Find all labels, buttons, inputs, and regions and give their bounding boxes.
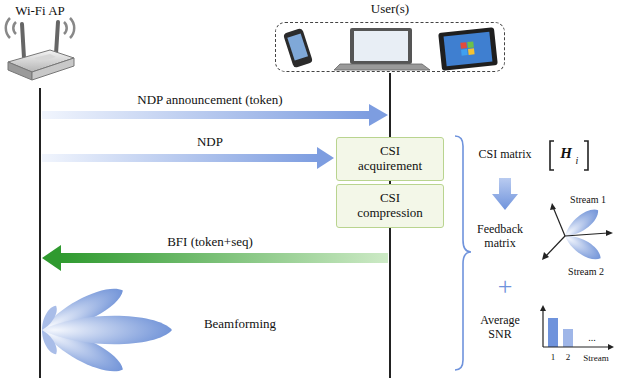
snr-bars — [542, 310, 543, 347]
stream-axes — [546, 236, 565, 256]
stream-axes — [542, 203, 613, 264]
text-label: i — [576, 155, 579, 167]
box-label: CSI compression — [349, 191, 431, 221]
text-label: NDP announcement (token) — [137, 93, 282, 108]
tablet-icon — [438, 27, 498, 71]
snr-bars — [540, 305, 546, 311]
text-label: Wi-Fi AP — [15, 4, 65, 19]
laptop-icon — [354, 31, 408, 61]
ndpa-arrow — [369, 104, 388, 126]
text-label: NDP — [197, 135, 223, 150]
text-label: Stream 2 — [568, 266, 604, 278]
text-label: ... — [588, 332, 596, 344]
box-label: CSI acquirement — [349, 144, 431, 174]
text-label: Stream 1 — [570, 194, 606, 206]
snr-bars — [563, 329, 573, 347]
stream-axes — [550, 203, 556, 210]
snr-bars — [608, 344, 614, 350]
router-icon — [6, 18, 74, 80]
ndp-arrow — [317, 147, 334, 169]
ndp-arrow — [42, 154, 318, 162]
router-icon — [6, 18, 10, 38]
router-icon — [34, 54, 56, 62]
stream-axes — [606, 230, 613, 236]
snr-bars — [543, 346, 609, 347]
tablet-icon — [438, 27, 498, 71]
text-label: 2 — [566, 352, 571, 362]
matrix-bracket — [550, 141, 588, 170]
bfi-arrow — [60, 253, 388, 263]
phone-icon — [287, 33, 308, 60]
stream-axes — [565, 233, 608, 236]
beam-lobes — [42, 316, 172, 345]
bfi-arrow — [42, 245, 61, 271]
snr-bars — [540, 305, 614, 350]
stream-axes — [553, 207, 565, 236]
router-icon — [13, 22, 16, 34]
beam-lobes — [38, 328, 60, 357]
laptop-icon — [334, 28, 430, 70]
router-icon — [56, 22, 58, 54]
router-icon — [70, 18, 74, 38]
snr-bars — [548, 318, 558, 347]
group-heading: User(s) — [276, 2, 504, 17]
router-icon — [22, 24, 24, 58]
tablet-icon — [444, 32, 493, 67]
tablet-icon — [461, 49, 468, 56]
text-label: 1 — [551, 352, 556, 362]
router-icon — [32, 58, 74, 80]
text-label: + — [498, 272, 513, 302]
text-label: Average SNR — [470, 314, 530, 342]
tablet-icon — [460, 42, 467, 49]
text-label: H — [560, 145, 572, 162]
tablet-icon — [468, 48, 475, 55]
ndpa-arrow — [42, 104, 388, 126]
phone-icon — [283, 28, 313, 68]
flow-arrow — [492, 178, 518, 210]
ndpa-arrow — [42, 111, 370, 119]
beam-lobes — [37, 280, 172, 379]
process-box: CSI acquirement — [336, 137, 444, 181]
laptop-icon — [350, 28, 412, 64]
process-box: CSI compression — [336, 184, 444, 228]
beam-lobes — [38, 304, 60, 333]
bfi-arrow — [42, 245, 388, 271]
text-label: Feedback matrix — [467, 223, 533, 251]
stream-axes — [542, 252, 549, 260]
text-label: Beamforming — [204, 317, 276, 332]
router-icon — [8, 62, 32, 80]
text-label: CSI matrix — [475, 148, 535, 162]
ap-lifeline — [39, 88, 41, 378]
laptop-icon — [334, 64, 430, 70]
curly-brace — [455, 136, 471, 370]
tablet-icon — [467, 41, 474, 48]
ndp-arrow — [42, 147, 334, 169]
phone-icon — [283, 28, 313, 68]
device-group: User(s) — [275, 22, 505, 72]
text-label: BFI (token+seq) — [167, 235, 253, 250]
router-icon — [64, 22, 67, 34]
text-label: Stream — [583, 353, 609, 363]
